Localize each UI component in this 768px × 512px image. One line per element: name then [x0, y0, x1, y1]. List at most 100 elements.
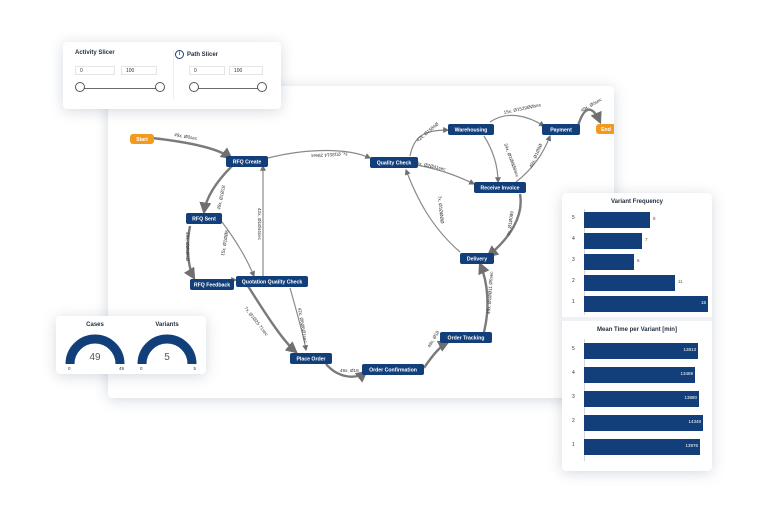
bar-value-label: 13469: [680, 371, 693, 376]
edge-label: 7x, Ø1Ø089: [506, 210, 514, 236]
activity-slicer-min-input[interactable]: 0: [75, 66, 115, 75]
cases-gauge-min: 0: [68, 366, 71, 371]
edge-invoice-payment[interactable]: [515, 134, 552, 183]
edge-label: 42x, Ø6Ø6Ø1sec: [297, 307, 308, 344]
path-slicer-min-handle[interactable]: [189, 82, 199, 92]
edge-label: 15x, Ø1529ØØsec: [503, 102, 542, 115]
bar[interactable]: [584, 439, 700, 455]
slicer-divider: [173, 50, 174, 100]
bar[interactable]: [584, 296, 708, 312]
edge-label: 49x, Ø1ØØ11 Ø0sec: [486, 271, 494, 315]
process-graph: 49x, Ø0sec 7x, Ø18514 29sec 49x, Ø1Ø18 4…: [130, 97, 614, 383]
bar-category-label: 2: [572, 278, 575, 284]
bar-category-label: 1: [572, 299, 575, 305]
edge-confirmation-tracking[interactable]: [423, 340, 451, 369]
svg-text:Order Tracking: Order Tracking: [448, 336, 485, 342]
node-quality-check[interactable]: Quality Check: [370, 157, 418, 168]
bar[interactable]: [584, 343, 698, 359]
node-rfq-create[interactable]: RFQ Create: [226, 156, 268, 167]
bar-value-label: 13813: [683, 347, 696, 352]
edge-warehousing-invoice[interactable]: [483, 135, 501, 184]
node-quotation-quality-check[interactable]: Quotation Quality Check: [236, 276, 308, 287]
bar[interactable]: [584, 367, 695, 383]
node-rfq-feedback[interactable]: RFQ Feedback: [190, 279, 234, 290]
edge-label: 49x, Ø18: [427, 329, 441, 348]
bar[interactable]: [584, 415, 703, 431]
path-slicer-max-handle[interactable]: [257, 82, 267, 92]
bar-row[interactable]: 3 13880: [568, 389, 708, 407]
variants-gauge-title: Variants: [155, 322, 179, 328]
info-icon[interactable]: i: [175, 50, 184, 59]
edge-quality-check-warehousing[interactable]: [409, 127, 450, 157]
edge-rfq-create-quality-check[interactable]: [267, 149, 372, 159]
bar-category-label: 3: [572, 394, 575, 400]
node-receive-invoice[interactable]: Receive Invoice: [474, 182, 526, 193]
variants-gauge-min: 0: [140, 366, 143, 371]
edge-label: 49x, Ø0sec: [174, 132, 198, 141]
bar-value-label: 13880: [684, 395, 697, 400]
edge-label: 49x, ØØ5ØsØ: [185, 232, 190, 262]
bar[interactable]: [584, 254, 634, 270]
activity-slicer-min-handle[interactable]: [75, 82, 85, 92]
bar[interactable]: [584, 233, 642, 249]
cases-gauge-max: 49: [118, 366, 124, 371]
path-slicer-track[interactable]: [191, 88, 265, 89]
path-slicer-min-input[interactable]: 0: [189, 66, 225, 75]
edge-invoice-delivery[interactable]: [486, 193, 522, 258]
activity-slicer-max-input[interactable]: 100: [121, 66, 157, 75]
bar[interactable]: [584, 391, 699, 407]
bar-category-label: 1: [572, 442, 575, 448]
edge-warehousing-payment[interactable]: [489, 114, 546, 127]
node-payment[interactable]: Payment: [542, 124, 580, 135]
svg-text:Delivery: Delivery: [467, 257, 487, 263]
bar-value-label: 6: [637, 258, 640, 263]
bar-value-label: 14348: [688, 419, 701, 424]
edge-qqc-place-order-2[interactable]: [289, 287, 309, 352]
node-place-order[interactable]: Place Order: [290, 353, 332, 364]
node-end[interactable]: End: [596, 124, 614, 134]
node-order-tracking[interactable]: Order Tracking: [440, 332, 492, 343]
activity-slicer[interactable]: Activity Slicer 0 100: [75, 50, 167, 92]
bar-category-label: 5: [572, 215, 575, 221]
edge-start-rfq-create[interactable]: [151, 136, 233, 160]
bar-value-label: 8: [653, 216, 656, 221]
edge-payment-end[interactable]: [576, 108, 602, 127]
bar[interactable]: [584, 275, 675, 291]
node-rfq-sent[interactable]: RFQ Sent: [186, 213, 222, 224]
activity-slicer-track[interactable]: [79, 88, 163, 89]
node-start[interactable]: Start: [130, 134, 154, 144]
svg-text:Payment: Payment: [550, 128, 572, 134]
edge-label: 42x, Ø1584Ø: [415, 121, 439, 143]
node-warehousing[interactable]: Warehousing: [448, 124, 494, 135]
edge-label: 34x, Ø1Ø8Ø8sec: [503, 143, 520, 179]
activity-slicer-max-handle[interactable]: [155, 82, 165, 92]
variant-frequency-title: Variant Frequency: [610, 199, 664, 205]
edge-tracking-delivery[interactable]: [478, 261, 490, 333]
svg-text:Start: Start: [136, 137, 148, 143]
node-delivery[interactable]: Delivery: [460, 253, 494, 264]
edge-rfq-sent-feedback[interactable]: [183, 225, 196, 281]
edge-delivery-quality-check[interactable]: [404, 168, 461, 253]
edge-qqc-place-order[interactable]: [246, 285, 298, 354]
svg-text:RFQ Create: RFQ Create: [233, 160, 262, 166]
path-slicer-max-input[interactable]: 100: [229, 66, 263, 75]
variants-gauge-value: 5: [164, 352, 170, 363]
cases-gauge-title: Cases: [86, 322, 104, 328]
edge-rfq-sent-qqc[interactable]: [221, 221, 255, 278]
node-order-confirmation[interactable]: Order Confirmation: [362, 364, 424, 375]
svg-text:Order Confirmation: Order Confirmation: [369, 368, 417, 374]
bar[interactable]: [584, 212, 650, 228]
edge-label: 42x, Ø1Ø44sec: [257, 208, 262, 241]
edge-rfq-create-rfq-sent[interactable]: [199, 165, 233, 215]
